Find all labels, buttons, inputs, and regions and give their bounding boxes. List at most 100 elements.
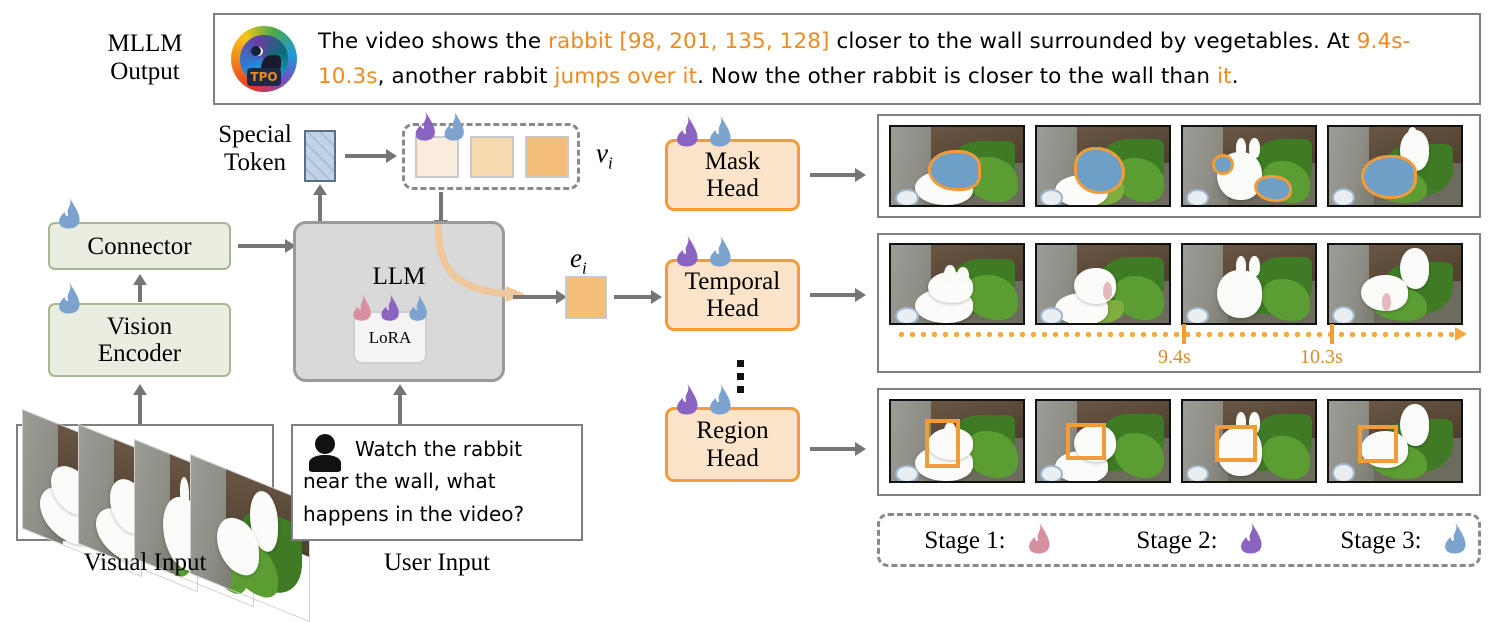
vision-encoder-label-line1: Vision [106, 313, 173, 340]
flame-stage3-region-head [710, 383, 731, 415]
temporal-head-label-line1: Temporal [684, 267, 781, 295]
connector-block[interactable]: Connector [48, 222, 231, 270]
mllm-output-label: MLLM Output [80, 30, 210, 86]
segmentation-mask [927, 150, 982, 191]
e-i-subscript: i [581, 258, 587, 278]
user-avatar-head [315, 434, 335, 454]
temporal-frame-3 [1181, 243, 1317, 325]
v-token-0 [415, 136, 459, 178]
vision-encoder-block[interactable]: Vision Encoder [48, 303, 231, 377]
segmentation-mask [1073, 147, 1125, 194]
temporal-head-label-line2: Head [706, 295, 759, 322]
user-avatar-icon [307, 434, 343, 472]
arrow-llm-to-token [318, 192, 322, 240]
special-token-box [304, 130, 336, 182]
flame-stage3-temporal-head [710, 235, 731, 267]
temporal-timeline [896, 332, 1456, 337]
mllm-text-seg-5: jumps over it [554, 63, 698, 89]
arrow-user-to-llm-head [393, 384, 407, 395]
mllm-text-seg-1: rabbit [98, 201, 135, 128] [548, 29, 830, 54]
flame-stage2-legend [1241, 522, 1262, 554]
special-token-label: Special Token [195, 121, 315, 177]
e-token-box [565, 276, 607, 319]
user-input-line-3: happens in the video? [303, 501, 525, 526]
mllm-text-seg-7: it [1217, 63, 1232, 89]
arrow-ve-to-connector [138, 282, 142, 302]
legend-item-stage3-label: Stage 3: [1340, 527, 1422, 554]
flame-stage3-vision-encoder [59, 282, 80, 314]
region-frame-3 [1181, 399, 1317, 483]
v-token-1 [470, 136, 514, 178]
mask-frame-4 [1327, 125, 1463, 207]
mask-frame-1 [889, 125, 1025, 207]
lora-label: LoRA [368, 327, 412, 347]
flame-stage1-legend [1029, 522, 1050, 554]
mask-head-label-line2: Head [706, 175, 759, 202]
arrow-mask-head-to-output-head [855, 168, 866, 182]
legend-item-stage1-label: Stage 1: [924, 527, 1006, 554]
flame-stage3-connector [59, 197, 80, 229]
mask-frame-2 [1035, 125, 1171, 207]
temporal-tick-start [1182, 324, 1186, 344]
temporal-frame-4 [1327, 243, 1463, 325]
tpo-logo-badge: TPO [247, 67, 281, 86]
v-i-label: vi [596, 138, 613, 173]
visual-input-label: Visual Input [83, 549, 207, 576]
mllm-text-seg-2: closer to the wall surrounded by vegetab… [829, 29, 1357, 54]
mask-frame-3 [1181, 125, 1317, 207]
flame-stage2-region-head [677, 383, 698, 415]
flame-stage1-lora [353, 293, 371, 321]
arrow-user-to-llm [398, 392, 402, 424]
arrow-temporal-head-to-output-head [855, 288, 866, 302]
v-i-symbol: v [596, 138, 608, 168]
mask-head-block[interactable]: Mask Head [665, 139, 800, 211]
legend-item-stage2-label: Stage 2: [1136, 527, 1218, 554]
arrow-v-to-llm [439, 192, 443, 222]
heads-ellipsis-dot-1 [737, 360, 744, 367]
arrow-ei-to-heads [614, 295, 652, 299]
temporal-head-block[interactable]: Temporal Head [665, 259, 800, 331]
segmentation-mask [1254, 175, 1292, 202]
user-input-line-1: Watch the rabbit [355, 437, 523, 461]
flame-stage3-lora [409, 293, 427, 321]
arrow-mask-head-to-output [810, 173, 856, 177]
special-token-label-line1: Special [218, 121, 292, 148]
arrow-connector-to-llm-head [285, 239, 296, 253]
region-frame-4 [1327, 399, 1463, 483]
user-input-label: User Input [383, 549, 491, 576]
arrow-token-to-v [345, 154, 387, 158]
flame-stage2-mask-head [677, 115, 698, 147]
arrow-connector-to-llm [238, 244, 286, 248]
temporal-frame-1 [889, 243, 1025, 325]
region-head-label-line1: Region [696, 417, 769, 444]
region-bounding-box [1066, 423, 1106, 461]
mllm-text-seg-0: The video shows the [318, 29, 549, 54]
arrow-region-head-to-output-head [855, 442, 866, 456]
tpo-logo-eye [250, 45, 262, 57]
segmentation-mask [1360, 155, 1417, 199]
flame-stage3-v-tokens [444, 111, 464, 141]
arrow-temporal-head-to-output [810, 293, 856, 297]
user-input-line-2: near the wall, what [303, 469, 496, 494]
flame-stage3-legend [1445, 522, 1466, 554]
arrow-ei-to-heads-head [651, 290, 662, 304]
region-head-block[interactable]: Region Head [665, 407, 800, 482]
v-i-subscript: i [607, 153, 613, 173]
region-frame-2 [1035, 399, 1171, 483]
mask-head-label-line1: Mask [704, 147, 761, 175]
flame-stage2-lora [381, 293, 399, 321]
llm-curved-arrow [434, 223, 525, 302]
region-head-label-line2: Head [706, 444, 759, 472]
temporal-start-label: 9.4s [1158, 346, 1191, 368]
llm-label: LLM [372, 263, 426, 290]
mllm-output-label-line1: MLLM [107, 30, 183, 57]
v-token-2 [525, 136, 569, 178]
e-i-symbol: e [570, 243, 582, 273]
user-input-panel[interactable] [291, 424, 583, 541]
heads-ellipsis-dot-3 [737, 386, 744, 393]
arrow-llm-to-ei [513, 295, 557, 299]
segmentation-mask [1212, 153, 1234, 176]
region-bounding-box [925, 418, 960, 469]
flame-stage2-v-tokens [415, 111, 435, 141]
e-i-label: ei [570, 243, 587, 278]
